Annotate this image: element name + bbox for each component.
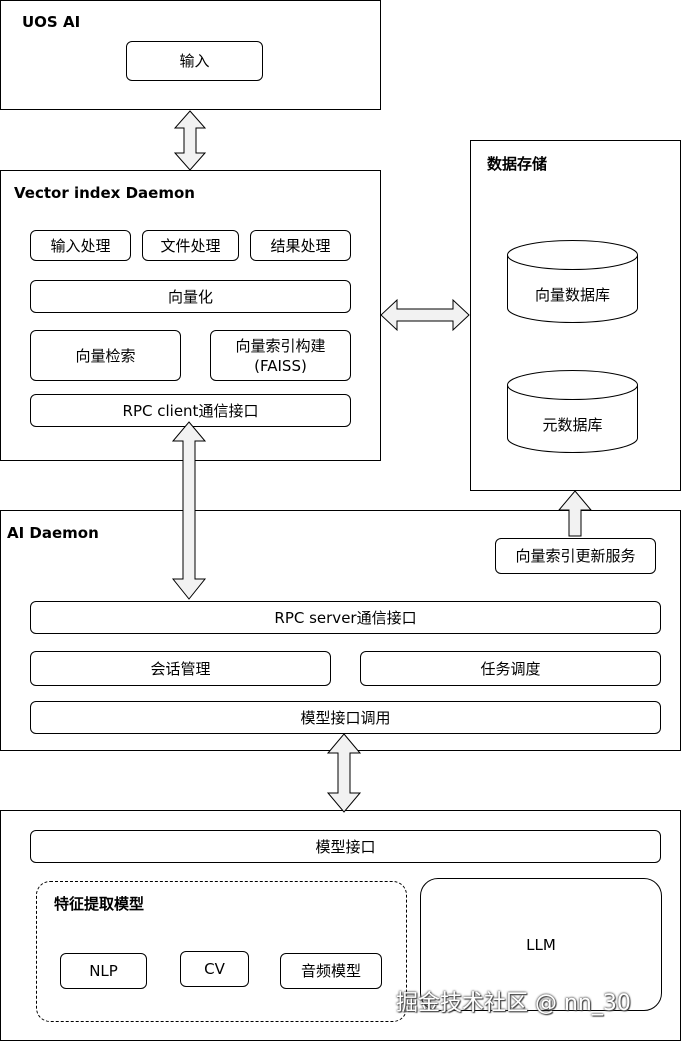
- uos-ai-title: UOS AI: [22, 13, 81, 31]
- input-box[interactable]: 输入: [126, 41, 263, 81]
- feature-extraction-group: 特征提取模型: [36, 881, 407, 1022]
- vector-database-cylinder[interactable]: 向量数据库: [507, 240, 638, 323]
- session-management-box[interactable]: 会话管理: [30, 651, 331, 686]
- vectorization-box[interactable]: 向量化: [30, 280, 351, 313]
- data-storage-title: 数据存储: [487, 155, 548, 173]
- metadata-database-icon: [507, 370, 638, 453]
- watermark: 掘金技术社区 @ nn_30: [396, 991, 631, 1016]
- llm-box[interactable]: LLM: [420, 878, 662, 1011]
- vector-index-daemon-panel: Vector index Daemon 输入处理 文件处理 结果处理 向量化 向…: [0, 170, 381, 461]
- vector-database-label: 向量数据库: [534, 286, 610, 304]
- vector-index-build-box[interactable]: 向量索引构建 (FAISS): [210, 330, 351, 381]
- metadata-database-label: 元数据库: [542, 416, 603, 434]
- feature-extraction-title: 特征提取模型: [54, 895, 145, 913]
- rpc-server-box[interactable]: RPC server通信接口: [30, 601, 661, 634]
- vector-index-update-box[interactable]: 向量索引更新服务: [495, 538, 656, 574]
- model-interface-box[interactable]: 模型接口: [30, 830, 661, 863]
- vector-storage-arrow: [380, 298, 470, 332]
- vector-database-icon: [507, 240, 638, 323]
- metadata-database-cylinder[interactable]: 元数据库: [507, 370, 638, 453]
- models-panel: 模型接口 特征提取模型 NLP CV 音频模型 LLM: [0, 810, 681, 1041]
- vector-index-daemon-title: Vector index Daemon: [14, 184, 195, 202]
- model-interface-call-box[interactable]: 模型接口调用: [30, 701, 661, 734]
- result-processing-box[interactable]: 结果处理: [250, 230, 351, 261]
- uos-vector-arrow: [173, 110, 207, 171]
- rpc-client-server-arrow: [171, 421, 207, 600]
- nlp-box[interactable]: NLP: [60, 953, 147, 989]
- daemon-model-arrow: [326, 733, 362, 813]
- ai-daemon-panel: AI Daemon 向量索引更新服务 RPC server通信接口 会话管理 任…: [0, 510, 681, 751]
- ai-daemon-title: AI Daemon: [7, 524, 99, 542]
- file-processing-box[interactable]: 文件处理: [142, 230, 239, 261]
- task-scheduling-box[interactable]: 任务调度: [360, 651, 661, 686]
- cv-box[interactable]: CV: [180, 951, 249, 987]
- uos-ai-panel: UOS AI 输入: [0, 0, 381, 110]
- input-processing-box[interactable]: 输入处理: [30, 230, 131, 261]
- update-storage-arrow: [557, 490, 593, 537]
- audio-model-box[interactable]: 音频模型: [280, 953, 382, 989]
- data-storage-panel: 数据存储 向量数据库 元数据库: [470, 140, 681, 491]
- vector-search-box[interactable]: 向量检索: [30, 330, 181, 381]
